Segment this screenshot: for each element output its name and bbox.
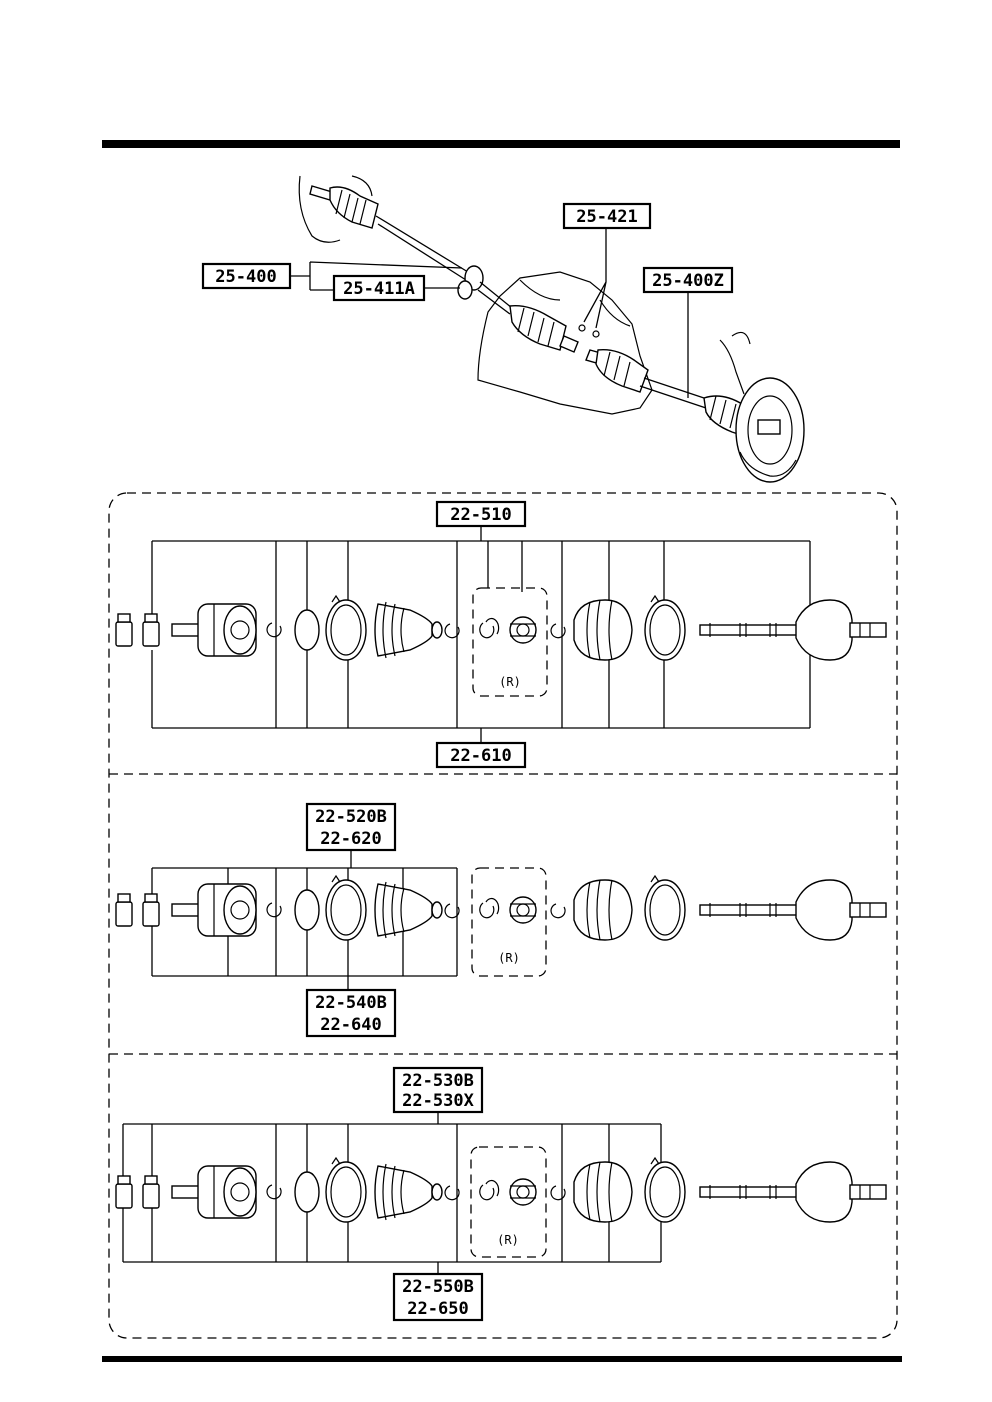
label-text: 25-411A	[343, 279, 415, 299]
label-text: 22-620	[320, 829, 381, 849]
top-rule	[102, 140, 900, 148]
rh-marker: (R)	[497, 1233, 519, 1247]
panel-1: (R) 22-510 22-610	[115, 500, 887, 769]
label-25-421: 25-421	[562, 202, 652, 230]
label-25-400: 25-400	[201, 262, 292, 290]
label-25-411a: 25-411A	[332, 274, 426, 302]
label-text: 25-421	[576, 207, 637, 227]
label-22-530b-22-530x: 22-530B 22-530X	[392, 1066, 484, 1114]
label-text: 22-610	[450, 746, 511, 766]
rh-marker: (R)	[498, 951, 520, 965]
label-22-610: 22-610	[435, 741, 527, 769]
label-text: 22-640	[320, 1015, 381, 1035]
panel-2: (R) 22-520B 22-620 22-540B 22-640	[115, 802, 887, 1038]
bottom-rule	[102, 1356, 902, 1362]
drive-shaft-overview	[298, 175, 805, 483]
label-text: 22-530X	[402, 1091, 474, 1111]
label-22-550b-22-650: 22-550B 22-650	[392, 1272, 484, 1322]
label-text: 22-530B	[402, 1071, 474, 1091]
label-text: 22-510	[450, 505, 511, 525]
label-22-520b-22-620: 22-520B 22-620	[305, 802, 397, 852]
variants-frame	[108, 492, 898, 1339]
panel-3: (R) 22-530B 22-530X 22-550B 22-650	[115, 1066, 887, 1322]
label-text: 25-400Z	[652, 271, 724, 291]
label-text: 22-550B	[402, 1277, 474, 1297]
label-text: 22-650	[407, 1299, 468, 1319]
label-22-510: 22-510	[435, 500, 527, 528]
rh-marker: (R)	[499, 675, 521, 689]
label-text: 22-540B	[315, 993, 387, 1013]
label-text: 25-400	[215, 267, 276, 287]
label-text: 22-520B	[315, 807, 387, 827]
label-22-540b-22-640: 22-540B 22-640	[305, 988, 397, 1038]
label-25-400z: 25-400Z	[642, 266, 734, 294]
